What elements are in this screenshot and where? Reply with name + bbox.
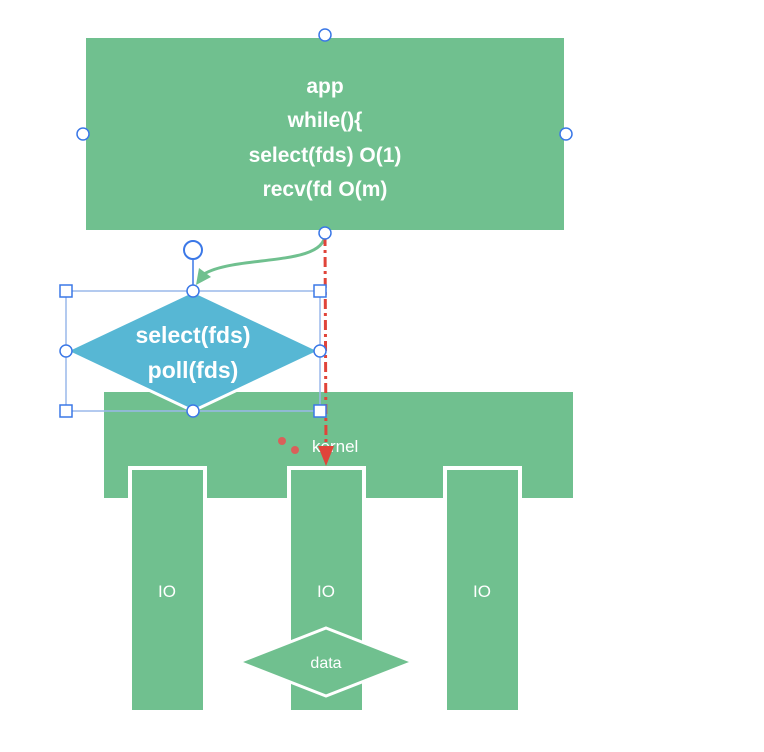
app-text-line-2: while(){ [287, 109, 363, 132]
cursor-dot [291, 446, 299, 454]
diamond-connection-point-top[interactable] [186, 284, 200, 298]
app-box[interactable] [86, 38, 564, 230]
io-column-1[interactable]: IO [128, 466, 207, 714]
io-column-label: IO [317, 582, 335, 601]
app-node[interactable]: app while(){ select(fds) O(1) recv(fd O(… [86, 38, 564, 230]
select-poll-line-2: poll(fds) [148, 357, 239, 383]
io-column-3[interactable]: IO [443, 466, 522, 714]
connection-point-bottom[interactable] [318, 226, 332, 240]
app-text-line-4: recv(fd O(m) [263, 178, 388, 201]
select-poll-line-1: select(fds) [135, 322, 250, 348]
diamond-connection-point-right[interactable] [313, 344, 327, 358]
io-column-label: IO [473, 582, 491, 601]
io-column-box[interactable] [443, 466, 522, 714]
io-column-box[interactable] [128, 466, 207, 714]
rotate-handle[interactable] [183, 240, 203, 260]
connector-arrowhead [196, 268, 211, 285]
app-text-line-1: app [306, 75, 343, 98]
selection-frame[interactable] [59, 240, 327, 418]
app-text-line-3: select(fds) O(1) [249, 144, 402, 167]
connector-line[interactable] [200, 233, 327, 278]
dashed-arrowhead [318, 446, 334, 466]
diamond-connection-point-bottom[interactable] [186, 404, 200, 418]
connection-point-right[interactable] [559, 127, 573, 141]
resize-handle-top-right[interactable] [313, 284, 327, 298]
resize-handle-top-left[interactable] [59, 284, 73, 298]
resize-handle-bottom-left[interactable] [59, 404, 73, 418]
diamond-connection-point-left[interactable] [59, 344, 73, 358]
cursor-dot [278, 437, 286, 445]
data-diamond[interactable] [234, 626, 418, 698]
connection-point-left[interactable] [76, 127, 90, 141]
data-label: data [310, 655, 341, 672]
dashed-arrow-line[interactable] [323, 235, 328, 451]
select-poll-node[interactable]: select(fds) poll(fds) [62, 289, 324, 413]
io-column-label: IO [158, 582, 176, 601]
data-node[interactable]: data [234, 626, 418, 698]
app-to-kernel-arrow[interactable] [318, 235, 334, 466]
resize-handle-bottom-right[interactable] [313, 404, 327, 418]
app-to-select-connector[interactable] [196, 233, 327, 285]
connection-point-top[interactable] [318, 28, 332, 42]
